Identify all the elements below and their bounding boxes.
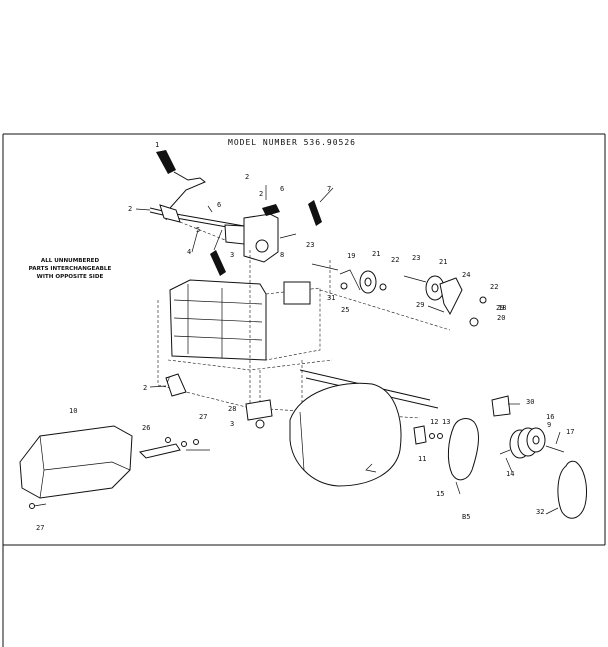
callout-2b: 2 xyxy=(128,205,132,213)
callout-32: 32 xyxy=(536,508,544,516)
callout-11: 11 xyxy=(418,455,426,463)
note-line-3: WITH OPPOSITE SIDE xyxy=(37,274,104,280)
callout-8: 8 xyxy=(280,251,284,259)
callout-15: 15 xyxy=(436,490,444,498)
page-code: B5 xyxy=(462,513,470,521)
drive-pulley xyxy=(491,395,565,459)
callout-6b: 6 xyxy=(280,185,284,193)
callout-28: 28 xyxy=(228,405,236,413)
callout-4: 4 xyxy=(187,248,191,256)
callout-24: 24 xyxy=(462,271,470,279)
bracket xyxy=(243,185,297,263)
callout-29a: 29 xyxy=(416,301,424,309)
callout-3b: 3 xyxy=(230,420,234,428)
interchangeable-note: ALL UNNUMBERED PARTS INTERCHANGEABLE WIT… xyxy=(29,258,112,280)
diagram-border xyxy=(2,133,606,647)
callout-6a: 6 xyxy=(217,201,221,209)
small-bracket-parts xyxy=(413,425,443,445)
note-line-2: PARTS INTERCHANGEABLE xyxy=(29,266,112,272)
springs xyxy=(210,200,322,276)
callout-25: 25 xyxy=(341,306,349,314)
callout-30: 30 xyxy=(526,398,534,406)
left-bracket xyxy=(149,373,273,429)
belt-15 xyxy=(447,418,479,481)
callout-29b: 29 xyxy=(496,304,504,312)
callout-27a: 27 xyxy=(199,413,207,421)
belt-guard xyxy=(289,382,402,487)
belt-32 xyxy=(557,460,587,519)
callout-3: 3 xyxy=(230,251,234,259)
callout-18: 18 xyxy=(498,304,506,312)
callout-9: 9 xyxy=(547,421,551,429)
callout-12: 12 xyxy=(430,418,438,426)
callout-7a: 7 xyxy=(327,185,331,193)
callout-26: 26 xyxy=(142,424,150,432)
callout-23b: 23 xyxy=(412,254,420,262)
idler-pulleys xyxy=(311,260,487,327)
callout-21b: 21 xyxy=(439,258,447,266)
callout-7b: 7 xyxy=(166,376,170,384)
callout-1: 1 xyxy=(155,141,159,149)
callout-23a: 23 xyxy=(306,241,314,249)
callout-2c: 2 xyxy=(259,190,263,198)
callout-2a: 2 xyxy=(245,173,249,181)
callout-21a: 21 xyxy=(372,250,380,258)
callout-labels: 1 2 2 3 4 5 6 6 7 7 8 2 23 19 21 22 23 2… xyxy=(36,141,574,532)
model-number-title: MODEL NUMBER 536.90526 xyxy=(228,138,356,147)
callout-10: 10 xyxy=(69,407,77,415)
engine xyxy=(167,279,333,371)
callout-13: 13 xyxy=(442,418,450,426)
leader-lines xyxy=(135,187,561,515)
callout-16: 16 xyxy=(546,413,554,421)
clip-parts xyxy=(139,437,210,459)
callout-19: 19 xyxy=(347,252,355,260)
callout-22b: 22 xyxy=(490,283,498,291)
callout-20: 20 xyxy=(497,314,505,322)
callout-2d: 2 xyxy=(143,384,147,392)
callout-5: 5 xyxy=(196,226,200,234)
cover-part xyxy=(19,425,133,509)
callout-27b: 27 xyxy=(36,524,44,532)
callout-31: 31 xyxy=(327,294,335,302)
callout-17: 17 xyxy=(566,428,574,436)
note-line-1: ALL UNNUMBERED xyxy=(41,258,100,264)
callout-22a: 22 xyxy=(391,256,399,264)
callout-14: 14 xyxy=(506,470,514,478)
